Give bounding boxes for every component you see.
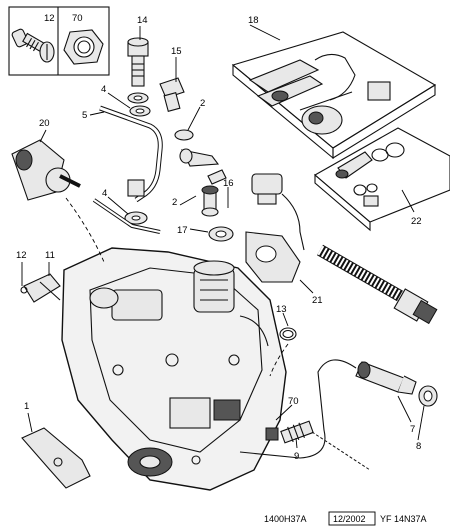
injector-kit-part bbox=[248, 53, 391, 135]
bracket-part-1 bbox=[21, 427, 91, 489]
callout-18: 18 bbox=[248, 15, 259, 26]
callout-7: 7 bbox=[410, 424, 415, 435]
seal-hole bbox=[215, 230, 227, 238]
kit-box-18 bbox=[231, 31, 437, 160]
nut-part-70 bbox=[63, 29, 104, 65]
sensor-kit-part bbox=[335, 142, 405, 207]
callout-17: 17 bbox=[177, 225, 188, 236]
callout-5: 5 bbox=[82, 110, 87, 121]
union-part-2 bbox=[179, 148, 227, 185]
screw-part-12 bbox=[11, 28, 55, 63]
washer-part-2-upper bbox=[174, 129, 194, 141]
washer-part-8 bbox=[418, 385, 438, 407]
callout-2-upper: 2 bbox=[200, 98, 205, 109]
callout-4-upper: 4 bbox=[101, 84, 106, 95]
oring-part-13 bbox=[279, 327, 297, 341]
callout-14: 14 bbox=[137, 15, 148, 26]
inset-label-70: 70 bbox=[72, 13, 83, 24]
footer-date-box bbox=[328, 511, 376, 526]
sensor-part-7 bbox=[239, 359, 417, 459]
sensor-part-16 bbox=[251, 173, 305, 251]
washer-hole bbox=[131, 215, 141, 221]
callouts: 14 15 4 5 2 4 2 16 17 18 20 22 21 12 11 … bbox=[16, 15, 422, 462]
lever-part-11 bbox=[20, 273, 61, 303]
screw-part-9 bbox=[265, 420, 371, 471]
leader-lines bbox=[21, 24, 425, 449]
callout-20: 20 bbox=[39, 118, 50, 129]
valve-part-2 bbox=[201, 185, 219, 217]
inset-label-12: 12 bbox=[44, 13, 55, 24]
inset-box: 12 70 bbox=[8, 6, 110, 76]
callout-70: 70 bbox=[288, 396, 299, 407]
harness-part-21 bbox=[245, 231, 438, 325]
footer: 1400H37A 12/2002 YF 14N37A bbox=[264, 511, 427, 526]
callout-16: 16 bbox=[223, 178, 234, 189]
footer-date: 12/2002 bbox=[333, 514, 366, 524]
banjo-bolt-part-15 bbox=[159, 77, 185, 112]
oring-inner bbox=[282, 329, 294, 339]
callout-21: 21 bbox=[312, 295, 323, 306]
footer-ref-code: 1400H37A bbox=[264, 514, 307, 524]
callout-12: 12 bbox=[16, 250, 27, 261]
callout-4-lower: 4 bbox=[102, 188, 107, 199]
injection-pump-body bbox=[61, 198, 287, 491]
callout-8: 8 bbox=[416, 441, 421, 452]
pipe-nut bbox=[127, 179, 145, 197]
callout-15: 15 bbox=[171, 46, 182, 57]
callout-13: 13 bbox=[276, 304, 287, 315]
pump-governor bbox=[111, 289, 163, 321]
footer-drawing-code: YF 14N37A bbox=[380, 514, 427, 524]
solenoid-part-20 bbox=[11, 139, 81, 201]
callout-22: 22 bbox=[411, 216, 422, 227]
kit-box-22 bbox=[314, 127, 450, 232]
corrugated-sleeve bbox=[317, 244, 403, 302]
callout-11: 11 bbox=[45, 250, 55, 261]
callout-2-lower: 2 bbox=[172, 197, 177, 208]
pump-front-block bbox=[169, 397, 211, 429]
callout-9: 9 bbox=[294, 451, 299, 462]
bolt-part-14 bbox=[127, 37, 149, 104]
fuel-pipe-inner bbox=[99, 106, 162, 202]
callout-1: 1 bbox=[24, 401, 29, 412]
washer-hole bbox=[135, 108, 145, 114]
